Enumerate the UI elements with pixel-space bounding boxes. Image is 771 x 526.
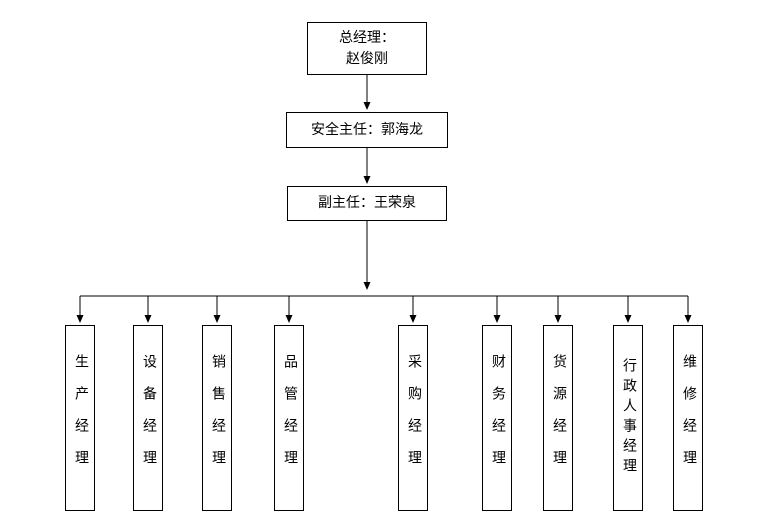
safety-director-box: 安全主任：郭海龙: [286, 112, 448, 148]
safety-director-label: 安全主任：郭海龙: [311, 122, 423, 138]
manager-label: 采购经理: [406, 354, 421, 482]
general-manager-box: 总经理： 赵俊刚: [307, 22, 427, 75]
manager-box-equipment: 设备经理: [133, 325, 163, 511]
deputy-director-box: 副主任：王荣泉: [287, 186, 447, 221]
manager-box-quality: 品管经理: [274, 325, 304, 511]
manager-label: 货源经理: [551, 354, 566, 482]
deputy-director-label: 副主任：王荣泉: [318, 196, 416, 211]
manager-box-sales: 销售经理: [202, 325, 232, 511]
manager-label: 生产经理: [73, 354, 88, 482]
manager-label: 维修经理: [681, 354, 696, 482]
manager-label: 销售经理: [210, 354, 225, 482]
manager-box-procurement: 采购经理: [398, 325, 428, 511]
manager-label: 行政人事经理: [621, 358, 636, 478]
manager-box-finance: 财务经理: [482, 325, 512, 511]
manager-box-production: 生产经理: [65, 325, 95, 511]
general-manager-title: 总经理：: [339, 30, 395, 46]
manager-label: 设备经理: [141, 354, 156, 482]
manager-label: 品管经理: [282, 354, 297, 482]
manager-box-admin-hr: 行政人事经理: [613, 325, 643, 511]
manager-box-maintenance: 维修经理: [673, 325, 703, 511]
general-manager-name: 赵俊刚: [346, 51, 388, 67]
manager-label: 财务经理: [490, 354, 505, 482]
manager-box-supply: 货源经理: [543, 325, 573, 511]
